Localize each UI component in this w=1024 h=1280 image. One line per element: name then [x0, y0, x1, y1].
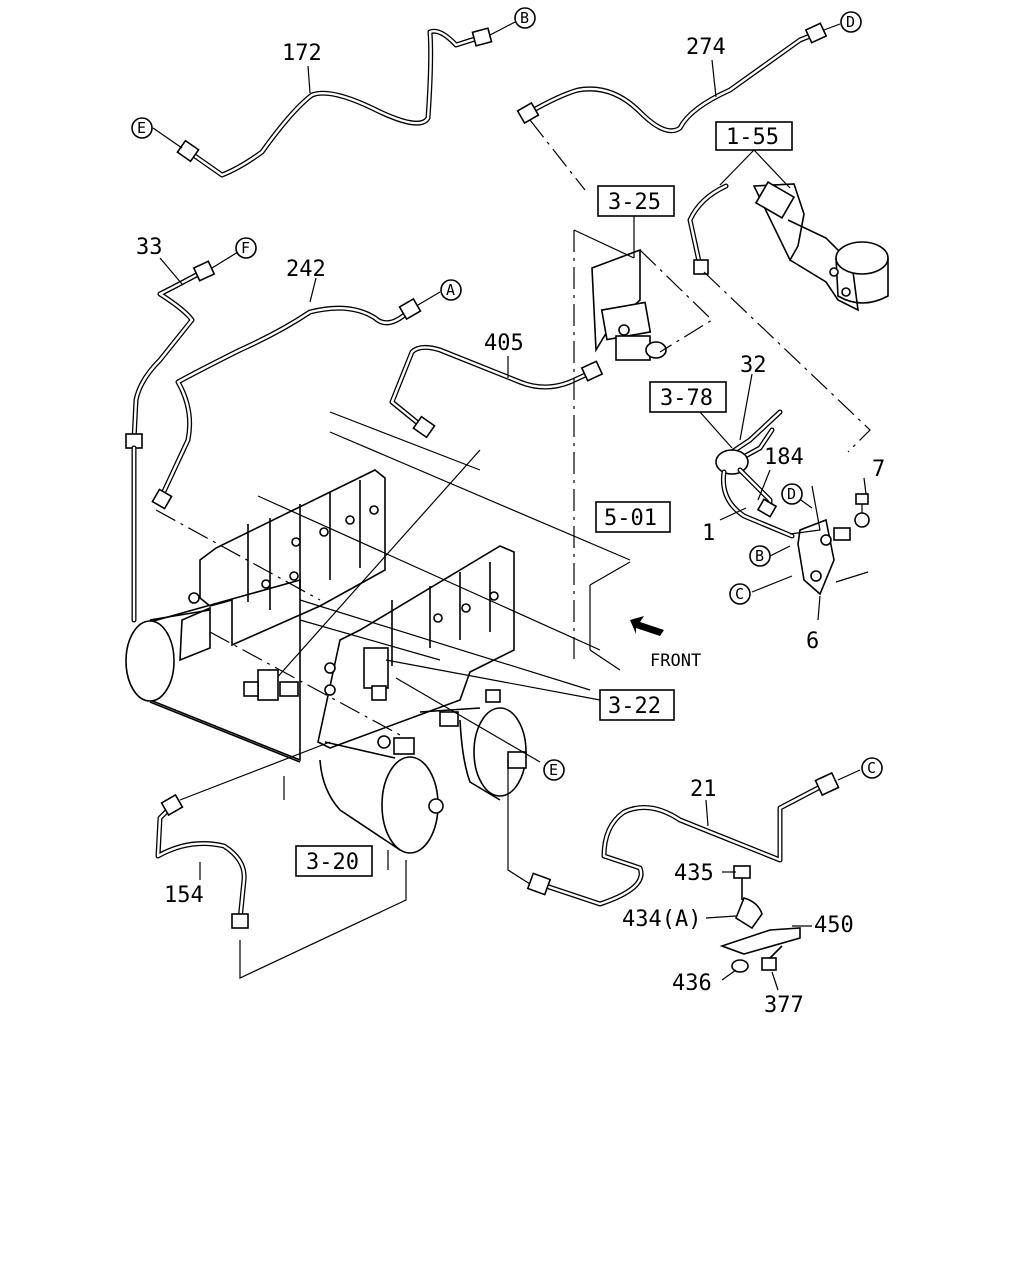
svg-text:1-55: 1-55: [726, 125, 779, 150]
valve-1-55: [752, 181, 889, 312]
pipe-33: [125, 260, 216, 623]
label-436: 436: [672, 971, 712, 996]
label-21: 21: [690, 777, 717, 802]
label-154: 154: [164, 883, 204, 908]
ref-box-3-22[interactable]: 3-22: [599, 689, 675, 721]
air-tanks: [125, 578, 527, 870]
ref-box-3-78[interactable]: 3-78: [649, 381, 727, 413]
svg-text:E: E: [137, 119, 146, 137]
svg-text:D: D: [846, 13, 855, 31]
label-184: 184: [764, 445, 804, 470]
connector-d-top: D: [840, 11, 862, 33]
label-405: 405: [484, 331, 524, 356]
ref-box-5-01[interactable]: 5-01: [595, 501, 671, 533]
connector-c-mid: C: [729, 583, 751, 605]
label-377: 377: [764, 993, 804, 1018]
svg-text:C: C: [867, 759, 876, 777]
svg-text:3-22: 3-22: [608, 694, 661, 719]
connector-b-top: B: [514, 7, 536, 29]
connector-a-top: A: [440, 279, 462, 301]
connector-e-mid: E: [543, 759, 565, 781]
pipe-21: [526, 771, 840, 907]
svg-text:3-78: 3-78: [660, 386, 713, 411]
svg-text:A: A: [446, 281, 455, 299]
front-arrow-icon: [630, 616, 664, 636]
svg-text:D: D: [787, 485, 796, 503]
connector-e-left: E: [131, 117, 153, 139]
front-label: FRONT: [650, 651, 701, 671]
ref-box-3-25[interactable]: 3-25: [597, 185, 675, 217]
pipe-274: [516, 22, 828, 134]
svg-text:5-01: 5-01: [604, 506, 657, 531]
connector-d-mid: D: [781, 483, 803, 505]
ref-box-1-55[interactable]: 1-55: [715, 121, 793, 151]
label-1: 1: [702, 521, 715, 546]
label-172: 172: [282, 41, 322, 66]
label-7: 7: [872, 457, 885, 482]
chassis-frame: [179, 411, 631, 749]
pipe-154: [155, 793, 249, 929]
pipe-242: [151, 297, 422, 510]
pipe-172: [176, 27, 493, 178]
svg-text:C: C: [735, 585, 744, 603]
label-32: 32: [740, 353, 767, 378]
valve-assembly: [591, 248, 667, 361]
svg-text:3-20: 3-20: [306, 850, 359, 875]
label-274: 274: [686, 35, 726, 60]
label-435: 435: [674, 861, 714, 886]
label-434: 434(A): [622, 907, 701, 932]
connector-c-right: C: [861, 757, 883, 779]
connector-f: F: [235, 237, 257, 259]
svg-text:3-25: 3-25: [608, 190, 661, 215]
ref-box-3-20[interactable]: 3-20: [295, 845, 373, 877]
svg-text:B: B: [520, 9, 529, 27]
hose-assembly: [715, 409, 870, 596]
svg-text:B: B: [755, 547, 764, 565]
clamp-assembly: [719, 865, 801, 973]
label-33: 33: [136, 235, 163, 260]
pipe-405: [389, 344, 604, 439]
svg-text:E: E: [549, 761, 558, 779]
svg-text:F: F: [241, 239, 250, 257]
connector-b-mid: B: [749, 545, 771, 567]
label-242: 242: [286, 257, 326, 282]
label-450: 450: [814, 913, 854, 938]
label-6: 6: [806, 629, 819, 654]
